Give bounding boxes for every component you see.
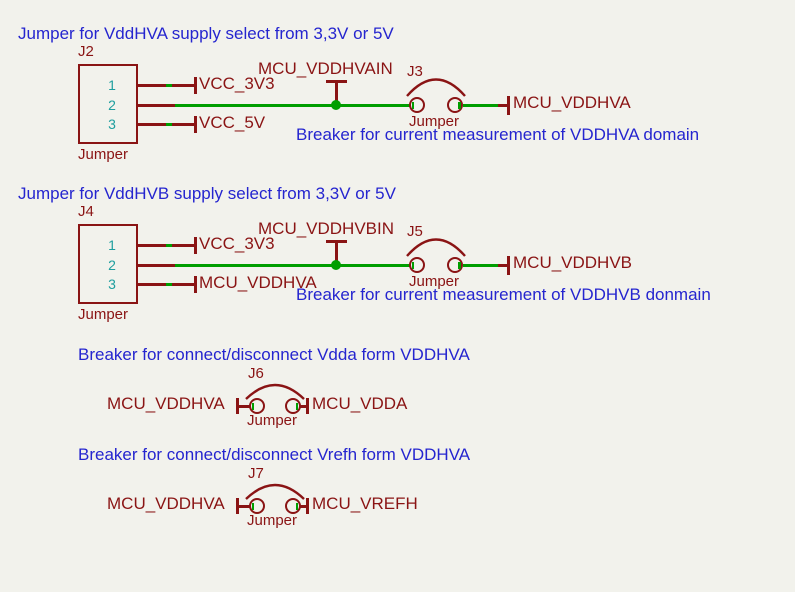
note-vddhva-breaker: Breaker for current measurement of VDDHV… [296,125,700,144]
junction-dot-vddhvbin [331,260,341,270]
wire-mcu-vddhva-out [463,104,499,107]
connector-j4-pin1-number: 1 [108,237,116,253]
label-anchor-vddhvbin-top [326,240,347,243]
connector-j2-pin1-number: 1 [108,77,116,93]
label-anchor-mcu-vddhva [506,95,510,115]
wire-j6-right [300,405,308,408]
breaker-j6-ref: J6 [248,365,264,382]
note-vddhva-title: Jumper for VddHVA supply select from 3,3… [18,24,394,43]
label-anchor-j7-left [236,498,239,514]
jumper-arc-j5 [406,238,466,257]
wire-mcu-vddhvb-out [463,264,499,267]
wire-stub-mcu-vddhvb [498,264,508,267]
connector-j2-symbol[interactable] [78,64,138,144]
net-label-mcu-vddhva-j7: MCU_VDDHVA [107,494,225,513]
net-label-vcc5v: VCC_5V [199,113,266,132]
breaker-j5-ref: J5 [407,223,423,240]
breaker-j5-pad2-wire-end [458,261,461,269]
net-label-mcu-vddhvain: MCU_VDDHVAIN [258,59,393,78]
breaker-j7-value: Jumper [247,512,298,529]
label-anchor-vddhvain-top [326,80,347,83]
jumper-arc-j6 [245,383,305,400]
net-label-mcu-vrefh: MCU_VREFH [312,494,418,513]
net-label-mcu-vddhva-j6: MCU_VDDHVA [107,394,225,413]
breaker-j5-value: Jumper [409,273,460,290]
breaker-j3-pad1-wire-end [411,101,414,109]
wire-j7-right [300,505,308,508]
breaker-j7-pad1-wire-end [251,502,254,510]
connector-j4-pin2-number: 2 [108,257,116,273]
connector-j4-ref: J4 [78,203,94,220]
breaker-j3-pad2[interactable] [447,97,463,113]
wire-j6-left [239,405,250,408]
label-anchor-mcu-vddhvb [506,255,510,275]
connector-j4-pin3-number: 3 [108,276,116,292]
jumper-arc-j3 [406,78,466,97]
wire-stub-mcu-vddhva [498,104,508,107]
wire-j7-left [239,505,250,508]
breaker-j7-pad1[interactable] [249,498,265,514]
net-label-mcu-vdda: MCU_VDDA [312,394,408,413]
connector-j2-ref: J2 [78,43,94,60]
wire-vddhvbin [175,264,411,267]
note-vddhvb-title: Jumper for VddHVB supply select from 3,3… [18,184,396,203]
breaker-j6-value: Jumper [247,412,298,429]
breaker-j5-pad1[interactable] [409,257,425,273]
connector-j4-symbol[interactable] [78,224,138,304]
label-anchor-j6-left [236,398,239,414]
wire-end-dot-j4-pin3 [166,283,172,286]
junction-dot-vddhvain [331,100,341,110]
breaker-j6-pad1-wire-end [251,402,254,410]
label-anchor-vddhvain-stem [334,82,338,105]
connector-j2-pin2-number: 2 [108,97,116,113]
connector-j2-value: Jumper [78,146,129,163]
wire-end-dot-j4-pin1 [166,244,172,247]
breaker-j5-pad2[interactable] [447,257,463,273]
wire-end-dot-j2-pin3 [166,123,172,126]
breaker-j3-value: Jumper [409,113,460,130]
net-label-vcc3v3-1: VCC_3V3 [199,74,275,93]
net-label-mcu-vddhva-pin3: MCU_VDDHVA [199,273,317,292]
breaker-j5-pad1-wire-end [411,261,414,269]
label-anchor-j6-right [306,398,309,414]
label-anchor-vcc3v3-1 [193,76,197,94]
wire-end-dot-j2-pin1 [166,84,172,87]
breaker-j3-ref: J3 [407,63,423,80]
breaker-j6-pad1[interactable] [249,398,265,414]
wire-vddhvain [175,104,411,107]
note-vddhvb-breaker: Breaker for current measurement of VDDHV… [296,285,711,304]
breaker-j3-pad1[interactable] [409,97,425,113]
label-anchor-mcu-vddhva-pin3 [193,275,197,293]
note-vrefh-title: Breaker for connect/disconnect Vrefh for… [78,445,471,464]
wire-j2-pin2 [138,104,175,107]
jumper-arc-j7 [245,483,305,500]
breaker-j7-pad2-wire-end [295,502,298,510]
label-anchor-j7-right [306,498,309,514]
wire-j4-pin2 [138,264,175,267]
label-anchor-vcc5v [193,115,197,133]
connector-j2-pin3-number: 3 [108,116,116,132]
label-anchor-vddhvbin-stem [334,242,338,265]
breaker-j7-ref: J7 [248,465,264,482]
note-vdda-title: Breaker for connect/disconnect Vdda form… [78,345,470,364]
net-label-mcu-vddhvbin: MCU_VDDHVBIN [258,219,395,238]
net-label-mcu-vddhva-out: MCU_VDDHVA [513,93,631,112]
label-anchor-vcc3v3-2 [193,236,197,254]
breaker-j6-pad2-wire-end [295,402,298,410]
breaker-j3-pad2-wire-end [458,101,461,109]
net-label-mcu-vddhvb-out: MCU_VDDHVB [513,253,633,272]
net-label-vcc3v3-2: VCC_3V3 [199,234,275,253]
connector-j4-value: Jumper [78,306,129,323]
